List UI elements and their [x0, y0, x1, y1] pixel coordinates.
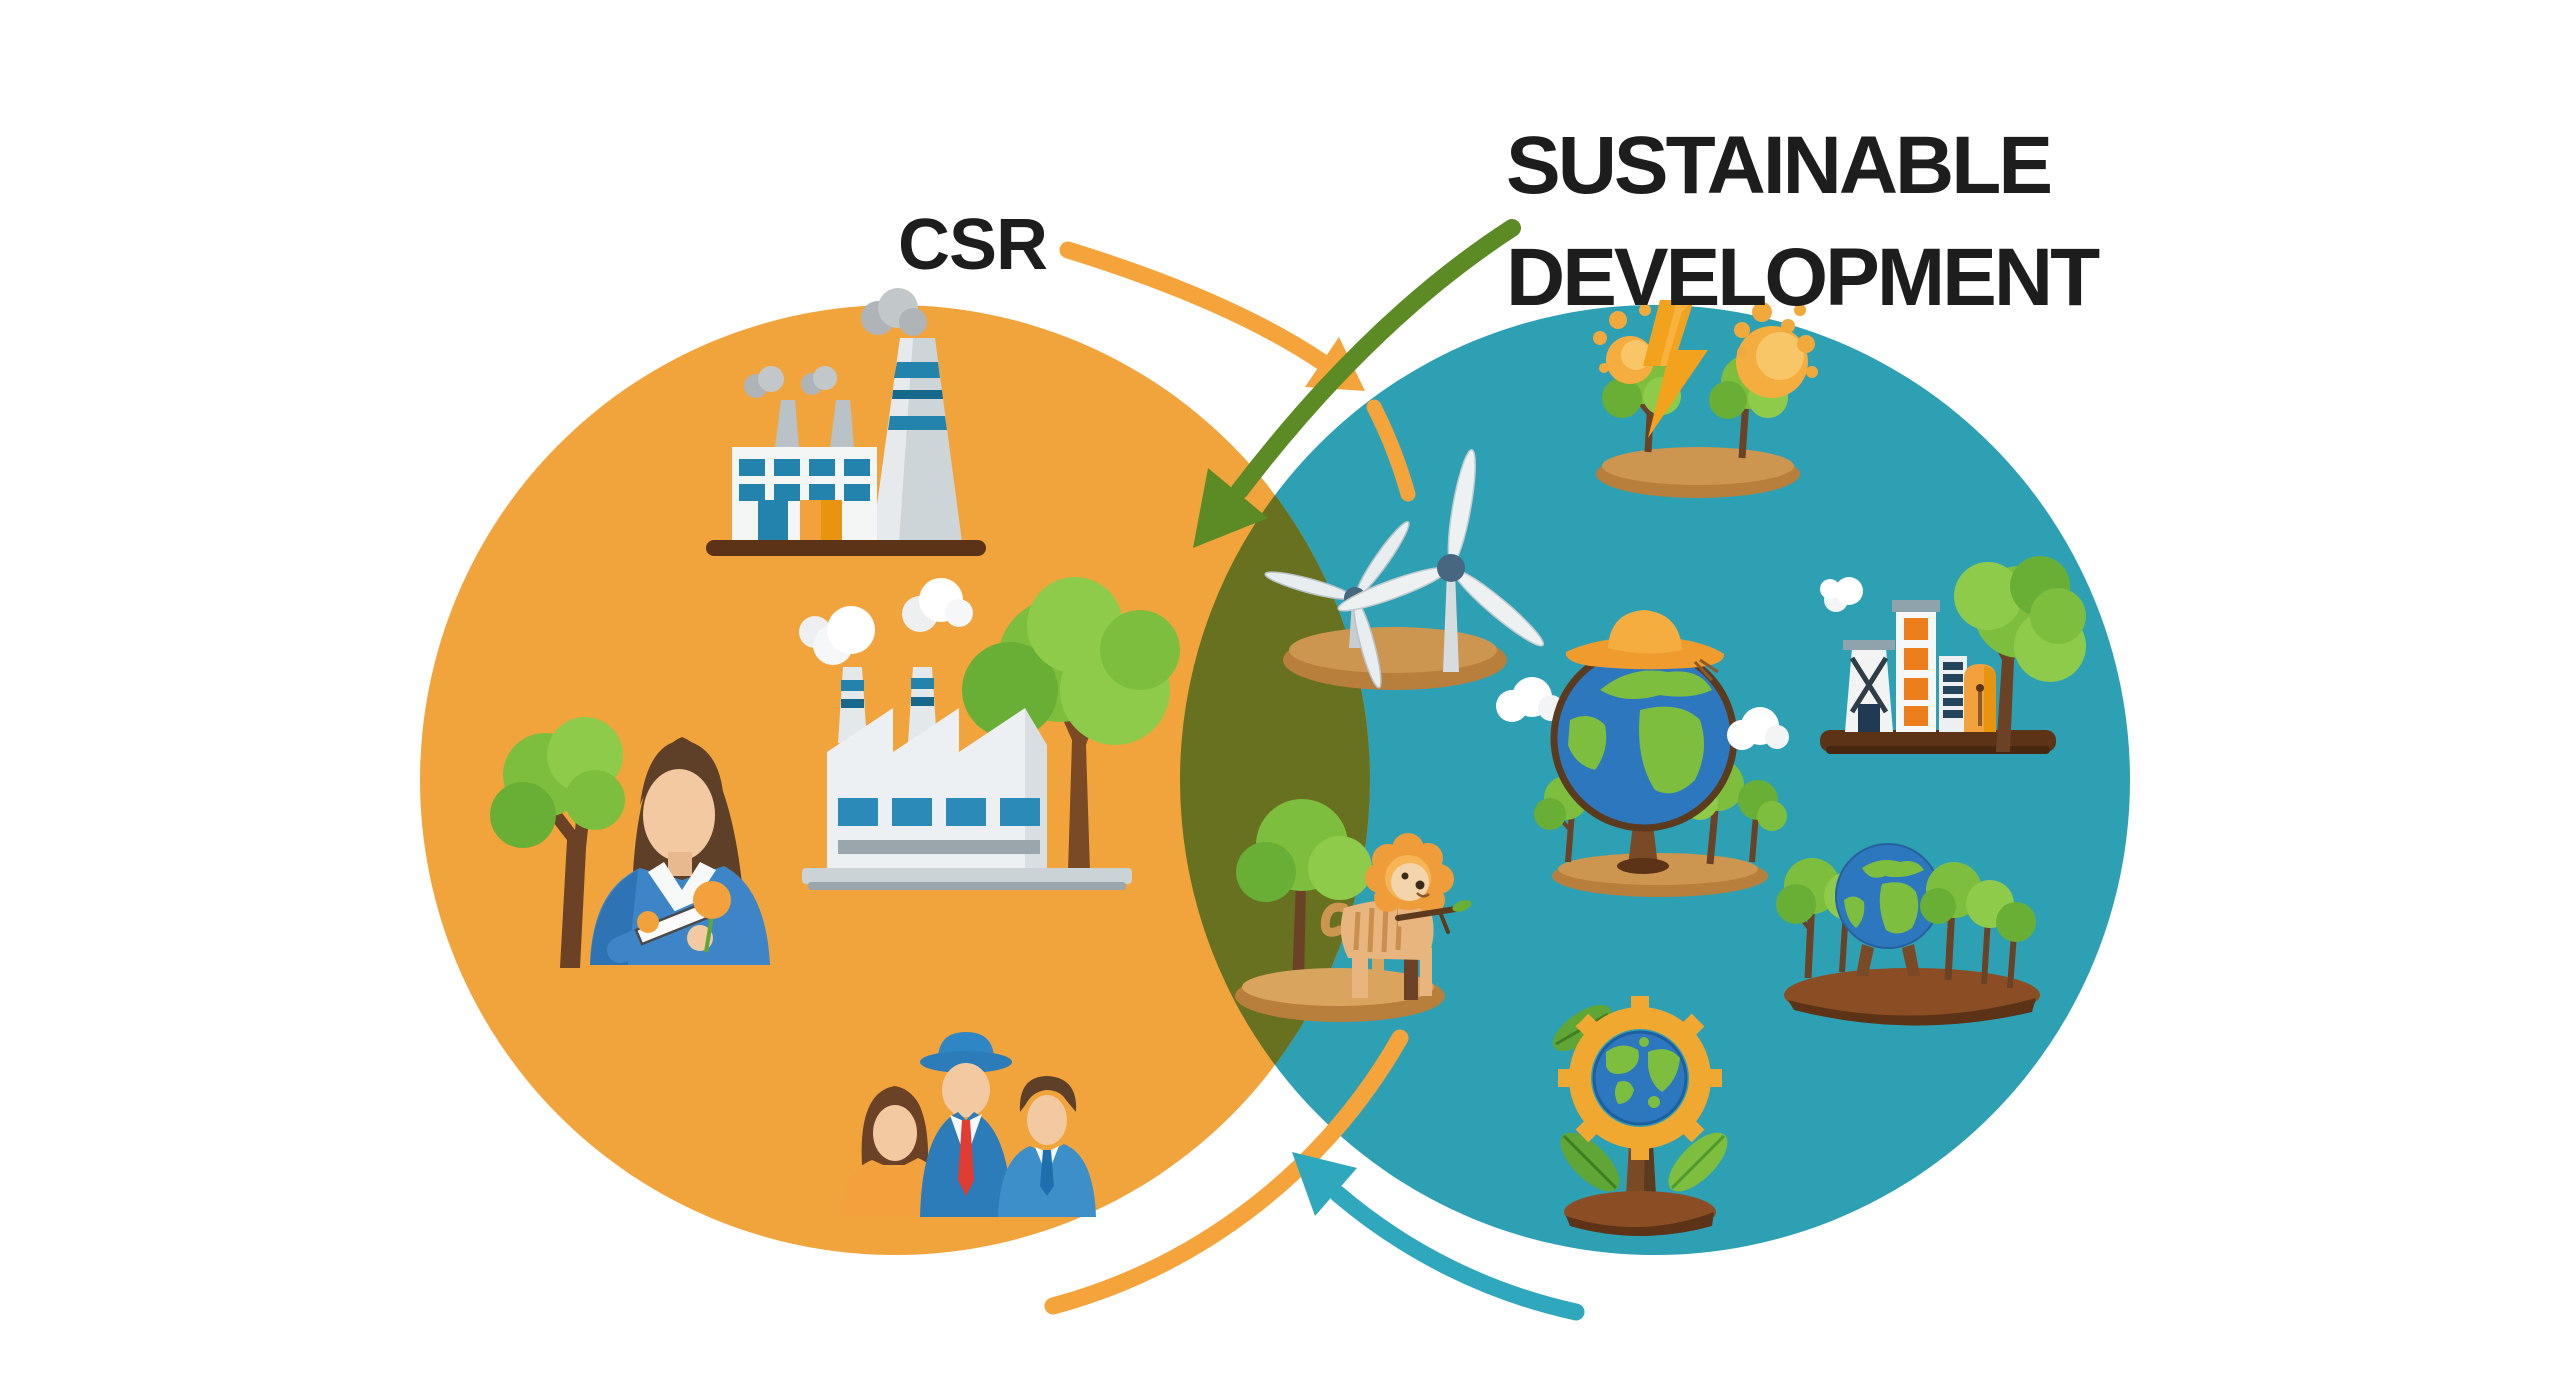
smoke-cloud-icon [1820, 577, 1863, 612]
earth-globe-icon [1835, 843, 1941, 976]
wind-turbine [1264, 520, 1410, 689]
blue-tie [1040, 1150, 1054, 1196]
tree-icon [1920, 862, 2036, 989]
flower-icon [693, 881, 731, 919]
woman-shirt [648, 862, 716, 922]
industrial-plant-icon [1820, 556, 2086, 754]
wind-turbine [1337, 449, 1545, 672]
gear-icon [1558, 996, 1722, 1160]
lightning-bolt-icon [1643, 300, 1708, 438]
lion-tiger-figure [1320, 833, 1472, 1000]
bottom-orange-arrow [1044, 1029, 1409, 1315]
smoke-cloud-icon [799, 578, 973, 665]
tree-icon [962, 577, 1180, 872]
tree-icon [1954, 556, 2086, 752]
top-green-arrow-shaft [1231, 219, 1521, 499]
woman-face [643, 769, 715, 861]
factory-and-tree-icon [799, 577, 1180, 890]
storage-tank [1964, 664, 1996, 732]
globe-with-hat-icon [1534, 610, 1789, 897]
globe-gear-icon [1552, 996, 1728, 1236]
red-tie [958, 1120, 974, 1196]
flower-icon [637, 911, 659, 933]
small-chimney [775, 400, 799, 448]
sustainable-development-title: SUSTAINABLE DEVELOPMENT [1506, 110, 2100, 334]
cloud-icon [1496, 677, 1564, 722]
bottom-teal-arrow-shaft [1329, 1185, 1585, 1321]
hat-icon [1565, 610, 1725, 682]
woman-neck [668, 852, 692, 876]
bottom-teal-arrow [1292, 1152, 1585, 1321]
factory-building [827, 708, 1047, 872]
globe-and-forest-icon [1776, 843, 2040, 1026]
earth-globe-icon [1550, 644, 1738, 832]
polluting-factory-icon [706, 288, 986, 556]
animal-face [1391, 863, 1429, 901]
ground-base [706, 540, 986, 556]
factory-door [758, 500, 788, 542]
sd-title-line2: DEVELOPMENT [1506, 232, 2100, 323]
ground-base [802, 868, 1132, 884]
ground-mound [1784, 968, 2040, 1022]
smoke-cloud-icon [744, 288, 927, 398]
tree-icon [1236, 799, 1372, 985]
family-icon [840, 1032, 1096, 1217]
chimney [838, 667, 937, 743]
plant-building [1939, 656, 1967, 732]
top-green-arrow-head [1193, 468, 1268, 548]
plant-tower [1892, 600, 1940, 732]
top-orange-arrow-head [1305, 337, 1365, 391]
tree-icon [490, 717, 625, 968]
ground-mound [1564, 1191, 1716, 1233]
energy-lightning-icon [1593, 300, 1818, 498]
son-figure [998, 1076, 1096, 1217]
bottom-orange-arrow-shaft [1044, 1029, 1409, 1315]
top-orange-arrow [1059, 241, 1416, 502]
top-orange-arrow-shaft [1059, 241, 1331, 371]
father-figure [920, 1032, 1012, 1217]
csr-title: CSR [898, 205, 1048, 285]
wind-turbines-icon [1264, 449, 1564, 722]
top-orange-arrow-tail [1366, 399, 1416, 502]
hat-icon [920, 1051, 1012, 1073]
cloud-icon [1727, 707, 1789, 750]
bottom-teal-arrow-head [1292, 1152, 1357, 1216]
earth-globe-icon [1592, 1030, 1688, 1126]
cooling-tower-chimney [872, 338, 962, 542]
watch-tower [1843, 640, 1895, 732]
small-chimney [830, 400, 854, 448]
wildlife-icon [1235, 799, 1472, 1022]
factory-building [732, 447, 877, 542]
top-green-arrow [1193, 219, 1521, 548]
sd-title-line1: SUSTAINABLE [1506, 120, 2053, 211]
branch [1395, 905, 1465, 921]
woman-and-tree-icon [490, 717, 770, 968]
